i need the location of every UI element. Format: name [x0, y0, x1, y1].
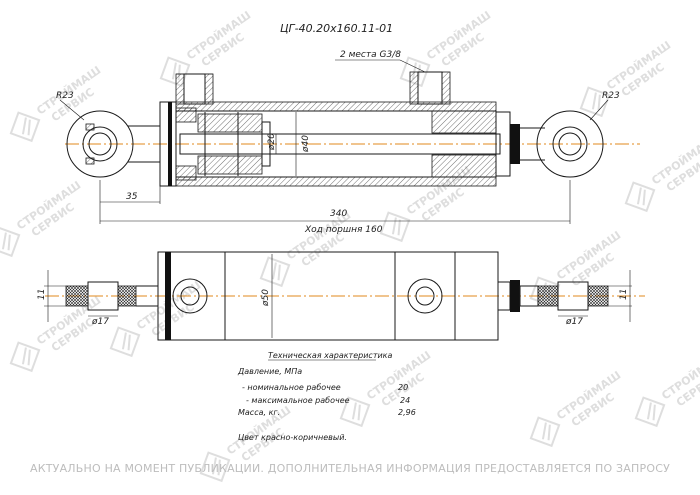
dimensions-top	[59, 59, 609, 224]
right-gland	[431, 110, 520, 178]
dia-eye-right: ø17	[565, 317, 583, 327]
cylinder-body-side	[157, 251, 499, 341]
eye-width-right: 11	[619, 289, 629, 300]
drawing-title: ЦГ-40.20х160.11-01	[280, 22, 393, 35]
watermark: СТРОЙМАШ СЕРВИС	[572, 39, 673, 125]
left-port	[175, 73, 214, 105]
stroke-label: Ход поршня 160	[304, 225, 383, 235]
specs-mass-label: Масса, кг.	[238, 408, 280, 417]
radius-right-label: R23	[602, 91, 620, 101]
footer-disclaimer: АКТУАЛЬНО НА МОМЕНТ ПУБЛИКАЦИИ. ДОПОЛНИТ…	[30, 462, 670, 475]
piston-rod	[179, 112, 501, 176]
left-eye-side	[44, 270, 159, 322]
eye-width-left: 11	[37, 289, 47, 300]
dia-eye-left: ø17	[91, 317, 109, 327]
dia-bore-label: ø40	[301, 135, 311, 153]
dia-body-label: ø50	[261, 289, 271, 307]
right-port	[409, 71, 451, 105]
specs-max-label: - максимальное рабочее	[246, 396, 350, 405]
radius-left-label: R23	[56, 91, 74, 101]
specs-nominal-label: - номинальное рабочее	[242, 383, 341, 392]
watermark: СТРОЙМАШ СЕРВИС	[2, 294, 103, 380]
technical-specs: Техническая характеристика Давление, МПа…	[237, 351, 416, 442]
dim-35: 35	[126, 192, 138, 202]
specs-nominal-value: 20	[398, 383, 408, 392]
dia-rod-label: ø20	[267, 133, 277, 151]
bottom-view: 11 11 ø17 ø17 ø50	[37, 251, 645, 341]
dim-340: 340	[330, 209, 347, 219]
specs-color: Цвет красно-коричневый.	[238, 433, 347, 442]
watermark: СТРОЙМАШ СЕРВИС	[617, 134, 700, 220]
watermark: СТРОЙМАШ СЕРВИС	[0, 179, 83, 265]
specs-header: Техническая характеристика	[268, 351, 393, 360]
right-eye-side	[498, 270, 632, 322]
watermark: СТРОЙМАШ СЕРВИС	[522, 369, 623, 455]
top-view-section: 2 места G3/8 R23 R23 35 340 Ход поршня 1…	[56, 50, 640, 235]
specs-max-value: 24	[400, 396, 410, 405]
port-label: 2 места G3/8	[340, 50, 401, 60]
specs-mass-value: 2,96	[398, 408, 416, 417]
specs-pressure: Давление, МПа	[237, 367, 302, 376]
watermark: СТРОЙМАШ СЕРВИС	[627, 349, 700, 435]
watermark: СТРОЙМАШ СЕРВИС	[2, 64, 103, 150]
watermark-layer: СТРОЙМАШ СЕРВИС СТРОЙМАШ СЕРВИС СТРОЙМАШ…	[0, 9, 700, 490]
right-rod-eye	[520, 110, 604, 178]
